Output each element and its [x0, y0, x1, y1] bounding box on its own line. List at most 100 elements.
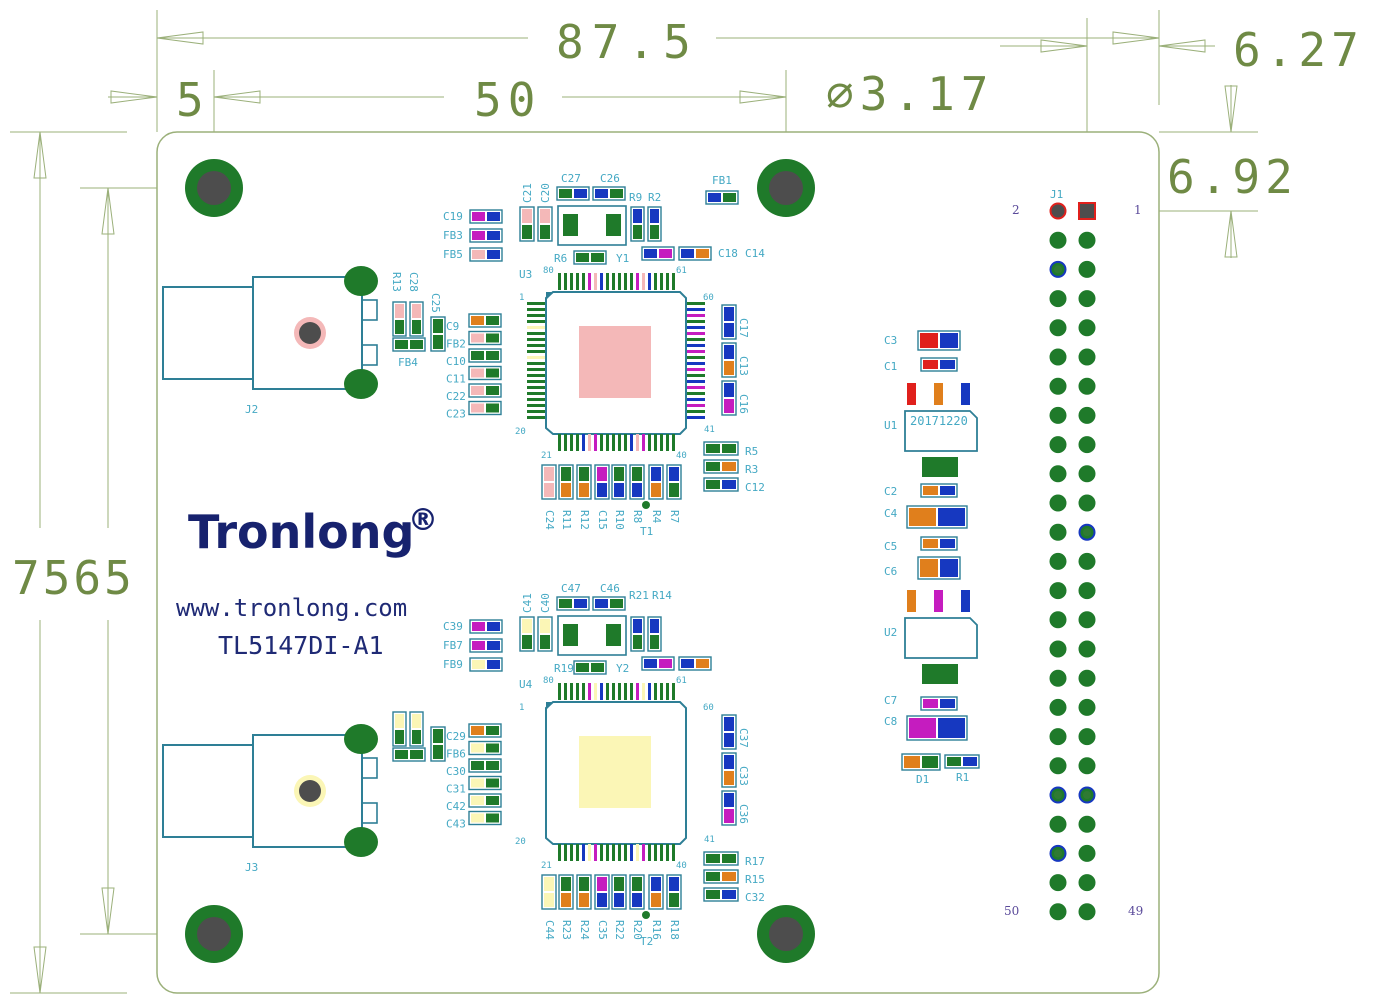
pad	[412, 320, 421, 334]
chip-pin	[527, 350, 545, 353]
resistor	[630, 616, 645, 652]
chip-pin	[600, 683, 603, 700]
jack-body	[252, 734, 363, 848]
pin-number: 41	[704, 835, 715, 845]
pin-number: 20	[515, 837, 526, 847]
footprint-outline	[703, 851, 739, 866]
capacitor	[641, 246, 675, 261]
pad	[722, 480, 736, 489]
capacitor	[721, 790, 737, 826]
pad	[471, 796, 484, 805]
chip-pin	[606, 683, 609, 700]
pad	[614, 893, 624, 907]
footprint-outline	[721, 304, 737, 340]
chip-pin	[636, 434, 639, 451]
chip-pin	[600, 844, 603, 861]
capacitor	[721, 380, 737, 416]
footprint-outline	[468, 810, 502, 826]
pad	[472, 622, 485, 631]
footprint-outline	[611, 464, 627, 500]
chip-pin	[642, 434, 645, 451]
resistor	[647, 206, 662, 242]
crystal-pad	[563, 214, 578, 236]
pad	[597, 467, 607, 481]
website-url: www.tronlong.com	[176, 594, 407, 622]
pad	[472, 641, 485, 650]
chip-pin	[654, 683, 657, 700]
regulator-label: U2	[884, 626, 897, 639]
dim-hole-spacing: 50	[474, 73, 541, 127]
header-pin	[1049, 348, 1067, 366]
pcb-components	[162, 186, 1096, 921]
footprint-outline	[392, 337, 426, 352]
pad	[650, 619, 659, 633]
qfp-chip	[527, 302, 705, 919]
chip-pin	[527, 380, 545, 383]
header-pin	[1049, 319, 1067, 337]
chip-pin	[636, 273, 639, 290]
chip-pin	[618, 273, 621, 290]
footprint-outline	[556, 186, 590, 201]
pad	[650, 635, 659, 649]
chip-pin	[527, 332, 545, 335]
pad	[522, 225, 532, 239]
capacitor	[556, 596, 590, 611]
capacitor-label: C3	[884, 334, 897, 347]
pad	[614, 877, 624, 891]
capacitor-label: C2	[884, 485, 897, 498]
resistor	[573, 660, 607, 675]
pad	[706, 872, 720, 881]
pad	[940, 486, 955, 495]
component-footprint	[468, 758, 502, 773]
resistor	[944, 754, 980, 769]
resistor	[630, 206, 645, 242]
pad	[724, 361, 734, 375]
chip-pin	[612, 434, 615, 451]
component-label: R5	[745, 445, 758, 458]
pad	[923, 360, 938, 369]
component-label: C35	[596, 920, 609, 940]
chip-pin	[527, 416, 545, 419]
capacitor	[920, 536, 958, 551]
pad	[651, 893, 661, 907]
regulator-pin	[961, 383, 970, 405]
pad	[486, 743, 499, 753]
chip-pin	[582, 683, 585, 700]
capacitor-label: C41	[521, 593, 534, 613]
crystal-label: Y1	[616, 252, 629, 265]
chip-pin	[687, 302, 705, 305]
footprint-outline	[641, 246, 675, 261]
pin-number: 20	[515, 427, 526, 437]
component-footprint	[594, 874, 610, 910]
footprint-outline	[409, 301, 424, 337]
component-label: C24	[543, 510, 556, 530]
capacitor-label: C8	[884, 715, 897, 728]
pad	[579, 483, 589, 497]
pin-drill	[1083, 528, 1091, 537]
capacitor-label: C46	[600, 582, 620, 595]
pin1-marker	[546, 292, 554, 300]
header-pin	[1049, 377, 1067, 395]
footprint-outline	[703, 477, 739, 492]
pin-number: 40	[676, 451, 687, 461]
chip-pin	[594, 844, 597, 861]
capacitor-label: C16	[737, 394, 750, 414]
chip-pin	[630, 434, 633, 451]
jack-body	[252, 276, 363, 390]
header-pin	[1078, 698, 1096, 716]
chip-pin	[527, 368, 545, 371]
chip-pin	[624, 683, 627, 700]
chip-pin	[660, 683, 663, 700]
component-footprint	[629, 464, 645, 500]
pad	[722, 872, 736, 881]
diode-label: D1	[916, 773, 929, 786]
pad	[681, 249, 694, 258]
header-pin	[1049, 903, 1067, 921]
chip-pin	[606, 273, 609, 290]
capacitor	[537, 206, 553, 242]
component-label: C12	[745, 481, 765, 494]
footprint-outline	[576, 464, 592, 500]
pad	[706, 444, 720, 453]
capacitor-label: C14	[745, 247, 765, 260]
component-footprint	[469, 619, 503, 634]
